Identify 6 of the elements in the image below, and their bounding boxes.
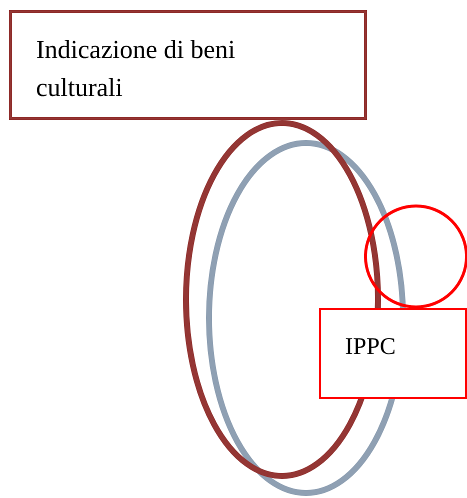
ellipse-outline xyxy=(206,140,406,496)
box-label: IPPC xyxy=(345,333,397,362)
box-label: Indicazione di beni culturali xyxy=(36,34,236,104)
circle-outline xyxy=(364,204,467,309)
text-box xyxy=(9,10,367,120)
text-box xyxy=(319,308,467,399)
